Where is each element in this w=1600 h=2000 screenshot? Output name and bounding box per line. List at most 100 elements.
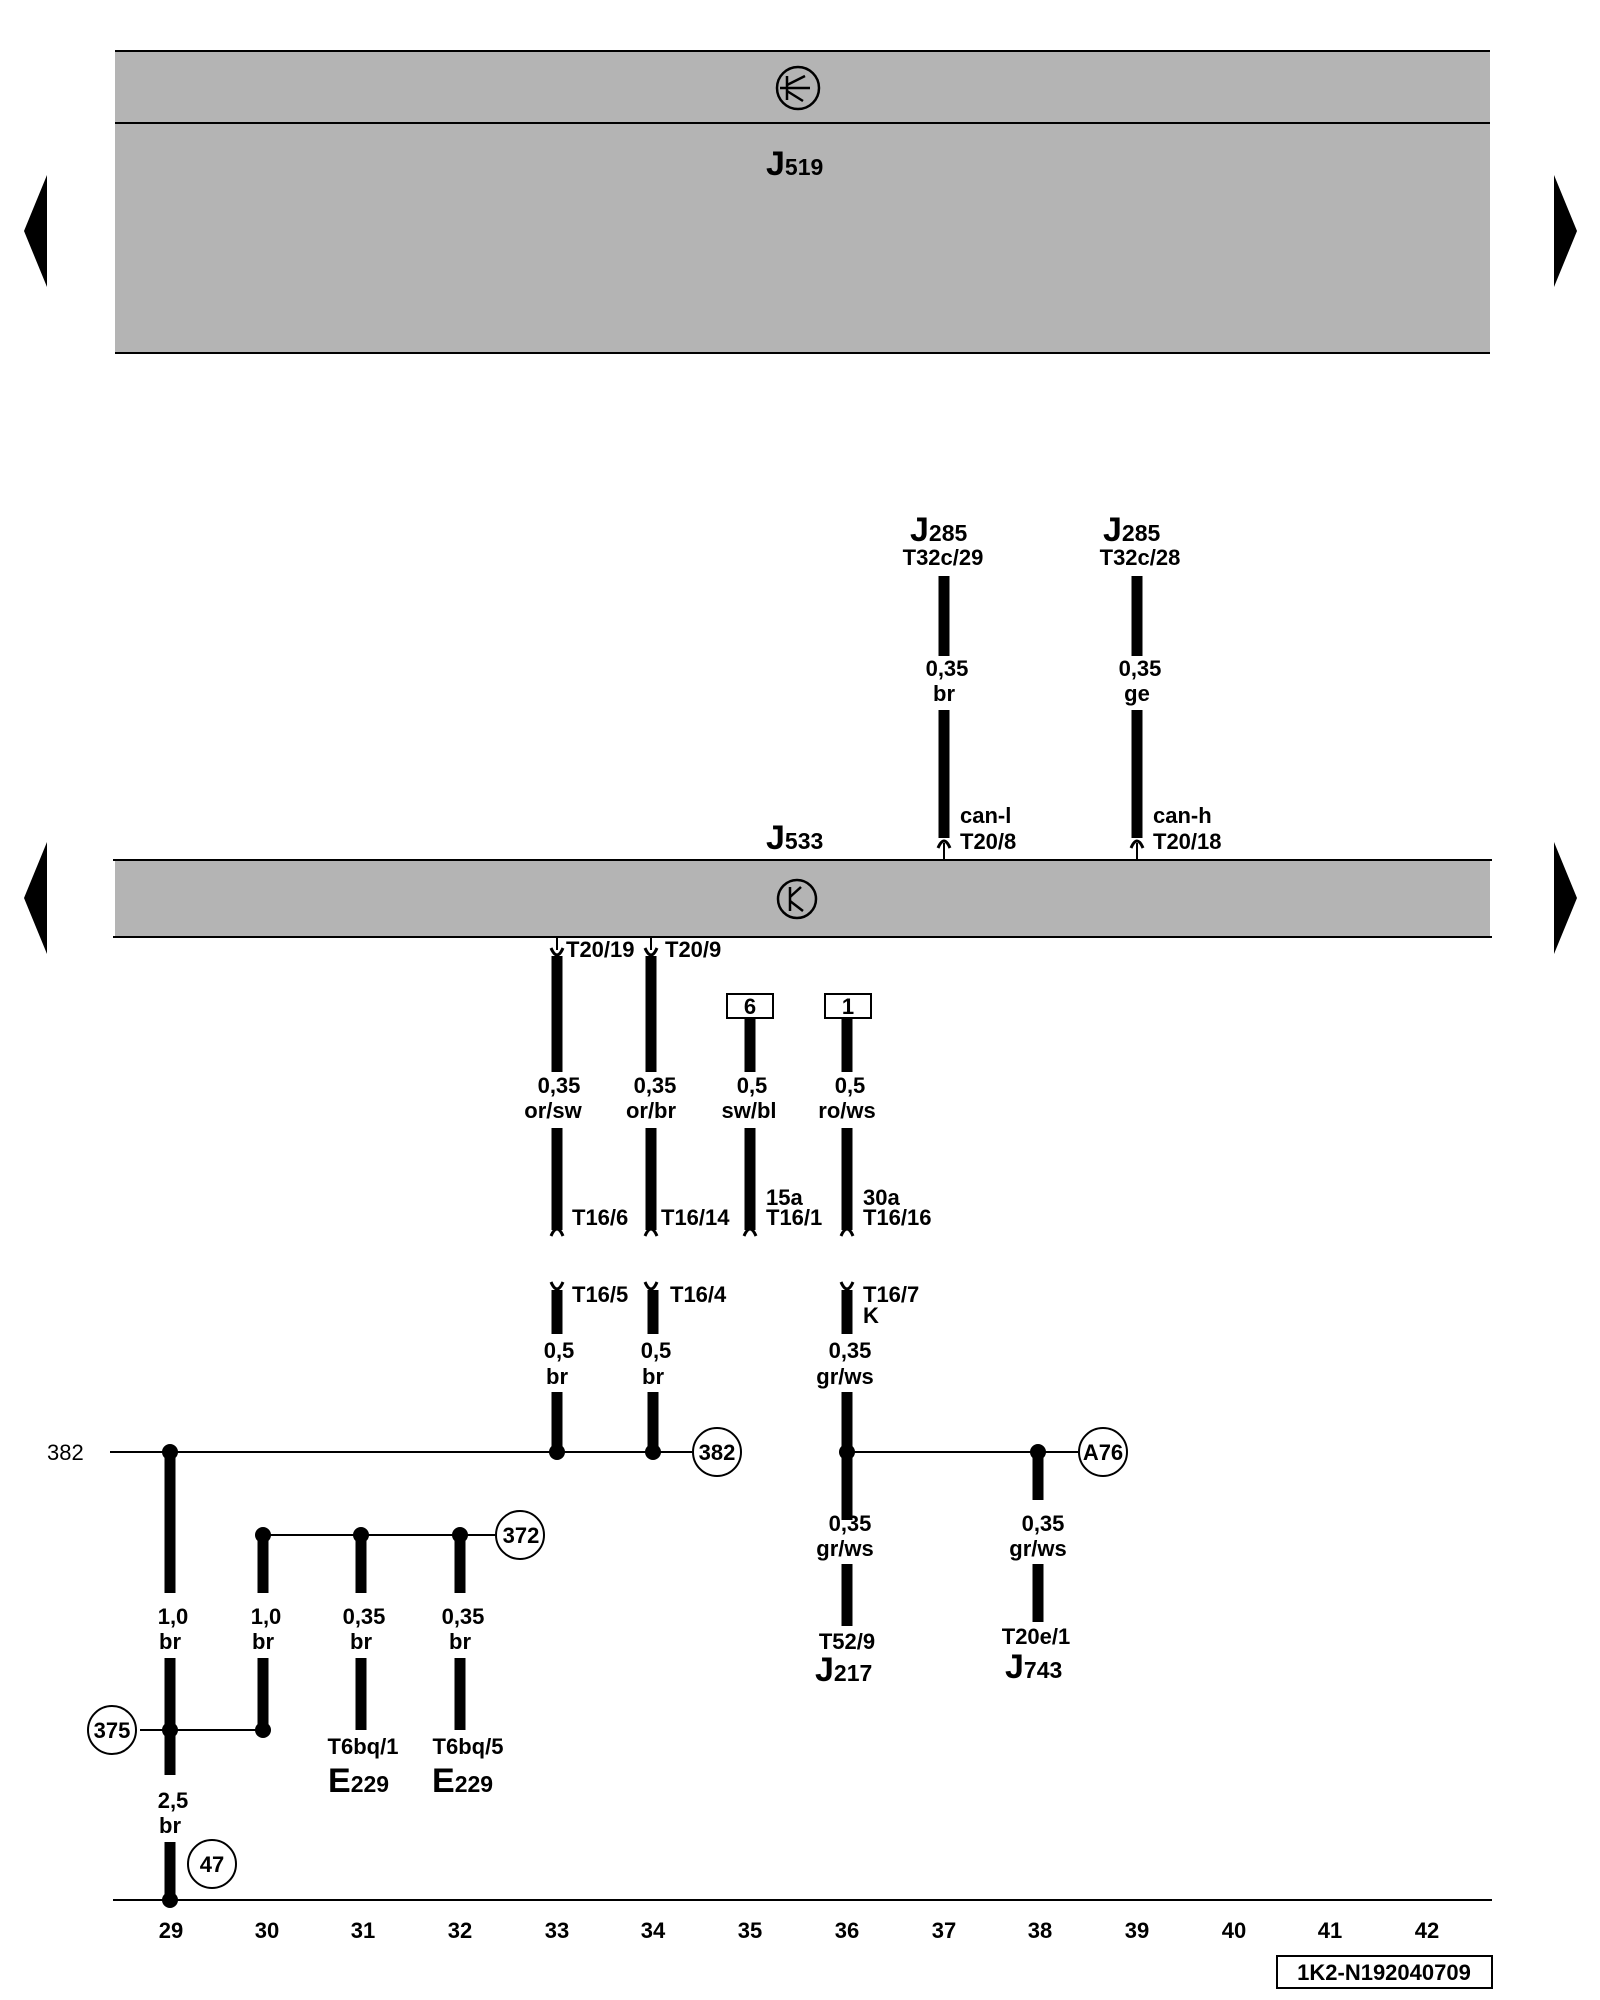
wire-color: gr/ws: [1009, 1536, 1066, 1561]
prev-page-arrow[interactable]: [24, 175, 47, 287]
wire-t20-19: T20/19 0,35 or/sw T16/6: [524, 937, 635, 1237]
ground-point-47: [187, 1839, 237, 1889]
can-transistor-icon: [775, 65, 821, 111]
pin-label: T20/18: [1153, 829, 1222, 854]
connector-label: 375: [94, 1718, 131, 1743]
wire-color: or/br: [626, 1098, 677, 1123]
pin-label: T16/7: [863, 1282, 919, 1307]
component-code: J743: [1005, 1648, 1062, 1686]
column-number: 41: [1318, 1918, 1342, 1943]
wire-size: 0,35: [343, 1604, 386, 1629]
end-pin: T16/16: [863, 1205, 932, 1230]
wire-color: gr/ws: [816, 1364, 873, 1389]
module-j533: J533: [113, 819, 1492, 938]
fuse-number: 1: [842, 994, 854, 1019]
column-number: 29: [159, 1918, 183, 1943]
pin-sub-label: K: [863, 1303, 879, 1328]
connector-label: 47: [200, 1852, 224, 1877]
line-label: 382: [47, 1440, 84, 1465]
wire-to-j217: 0,35 gr/ws T52/9 J217: [815, 1452, 875, 1689]
wire-color: br: [449, 1629, 471, 1654]
column-numbers: 29 30 31 32 33 34 35 36 37 38 39 40 41 4…: [159, 1918, 1439, 1943]
signal-label: can-h: [1153, 803, 1212, 828]
dest-pin: T32c/28: [1100, 545, 1181, 570]
wire-size: 1,0: [158, 1604, 189, 1629]
pin-label: T6bq/5: [433, 1734, 504, 1759]
component-code: E229: [432, 1762, 493, 1800]
wire-color: ge: [1124, 681, 1150, 706]
wire-terminal-30a: 1 0,5 ro/ws 30a T16/16: [818, 993, 932, 1237]
ground-connection-375: [87, 1705, 137, 1755]
connection-a76: [1078, 1427, 1128, 1477]
wire-color: br: [159, 1629, 181, 1654]
wire-size: 0,35: [634, 1073, 677, 1098]
wire-size: 0,35: [1119, 656, 1162, 681]
ground-network: 372 1,0 br 1,0 br 375 0,35 br T6bq/1 E22…: [87, 1452, 545, 1908]
module-code: J533: [766, 819, 823, 857]
signal-label: can-l: [960, 803, 1011, 828]
prev-page-arrow[interactable]: [24, 842, 47, 954]
column-number: 42: [1415, 1918, 1439, 1943]
wire-t16-5: T16/5 0,5 br: [544, 1281, 628, 1453]
wire-size: 0,5: [641, 1338, 672, 1363]
module-j519: J519: [115, 50, 1490, 354]
dest-code: J285: [910, 511, 968, 549]
column-number: 40: [1222, 1918, 1246, 1943]
branch-a76: A76: [839, 1427, 1128, 1477]
wire-t16-4: T16/4 0,5 br: [641, 1281, 727, 1453]
document-id: 1K2-N192040709: [1276, 1955, 1493, 1989]
end-pin: T16/6: [572, 1205, 628, 1230]
wire-size: 0,5: [835, 1073, 866, 1098]
wire-color: gr/ws: [816, 1536, 873, 1561]
wire-color: or/sw: [524, 1098, 582, 1123]
component-code: J217: [815, 1651, 872, 1689]
ground-connection-372: [495, 1510, 545, 1560]
pin-label: T20/8: [960, 829, 1016, 854]
wire-size: 0,35: [829, 1511, 872, 1536]
wire-color: br: [933, 681, 955, 706]
connector-label: 382: [699, 1440, 736, 1465]
pin-label: T6bq/1: [328, 1734, 399, 1759]
column-number: 33: [545, 1918, 569, 1943]
connector-label: A76: [1083, 1440, 1123, 1465]
wire-color: ro/ws: [818, 1098, 875, 1123]
module-code: J519: [766, 145, 823, 183]
connector-label: 372: [503, 1523, 540, 1548]
wire-size: 0,35: [538, 1073, 581, 1098]
next-page-arrow[interactable]: [1554, 175, 1577, 287]
next-page-arrow[interactable]: [1554, 842, 1577, 954]
column-number: 38: [1028, 1918, 1052, 1943]
pin-label: T16/4: [670, 1282, 727, 1307]
wire-size: 0,5: [737, 1073, 768, 1098]
column-number: 39: [1125, 1918, 1149, 1943]
wire-color: br: [350, 1629, 372, 1654]
dest-pin: T32c/29: [903, 545, 984, 570]
wire-size: 0,35: [926, 656, 969, 681]
column-number: 37: [932, 1918, 956, 1943]
wire-size: 0,35: [442, 1604, 485, 1629]
pin-label: T20/19: [566, 937, 635, 962]
end-pin: T16/14: [661, 1205, 730, 1230]
pin-label: T16/5: [572, 1282, 628, 1307]
wire-color: br: [546, 1364, 568, 1389]
column-number: 35: [738, 1918, 762, 1943]
component-code: E229: [328, 1762, 389, 1800]
dest-code: J285: [1103, 511, 1161, 549]
terminal-label: 15a: [766, 1185, 803, 1210]
wire-size: 0,5: [544, 1338, 575, 1363]
fuse-number: 6: [744, 994, 756, 1019]
wire-color: br: [159, 1813, 181, 1838]
wire-t16-7: T16/7 K 0,35 gr/ws: [816, 1281, 919, 1520]
end-pin: T16/1: [766, 1205, 822, 1230]
wire-size: 0,35: [829, 1338, 872, 1363]
wire-to-j743: 0,35 gr/ws T20e/1 J743: [1002, 1452, 1070, 1686]
fuse-box: [726, 993, 774, 1019]
column-number: 31: [351, 1918, 375, 1943]
column-number: 36: [835, 1918, 859, 1943]
wire-color: br: [642, 1364, 664, 1389]
can-wire-h: J285 T32c/28 0,35 ge can-h T20/18: [1100, 511, 1222, 860]
terminal-label: 30a: [863, 1185, 900, 1210]
column-number: 30: [255, 1918, 279, 1943]
column-number: 32: [448, 1918, 472, 1943]
